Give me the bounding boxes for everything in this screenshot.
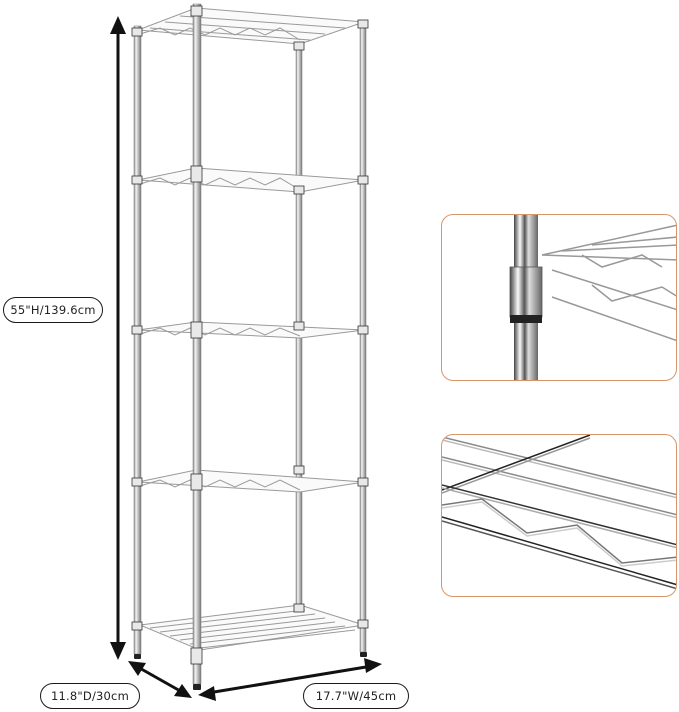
pole-sleeve-closeup-illustration — [509, 215, 676, 380]
shelf-4 — [137, 469, 365, 493]
shelf-5 — [138, 604, 365, 651]
depth-dimension-text: 11.8"D/30cm — [51, 689, 129, 703]
wire-shelf-detail-card — [441, 434, 677, 597]
pole-connectors — [131, 5, 369, 665]
shelf-3 — [137, 321, 365, 339]
width-dimension-label: 17.7"W/45cm — [303, 683, 409, 709]
shelves — [137, 7, 365, 651]
leveling-feet — [134, 652, 367, 690]
depth-arrow — [128, 661, 192, 698]
height-dimension-label: 55"H/139.6cm — [3, 297, 103, 323]
width-dimension-text: 17.7"W/45cm — [315, 689, 397, 703]
height-arrow — [110, 16, 126, 660]
width-arrow — [198, 658, 382, 701]
shelf-1 — [137, 7, 365, 45]
depth-dimension-label: 11.8"D/30cm — [40, 683, 140, 709]
pole-connection-detail-card — [441, 214, 677, 381]
height-dimension-text: 55"H/139.6cm — [10, 303, 96, 317]
wire-shelf-closeup-illustration — [442, 435, 676, 590]
front-poles — [133, 3, 202, 685]
shelf-2 — [137, 167, 365, 193]
